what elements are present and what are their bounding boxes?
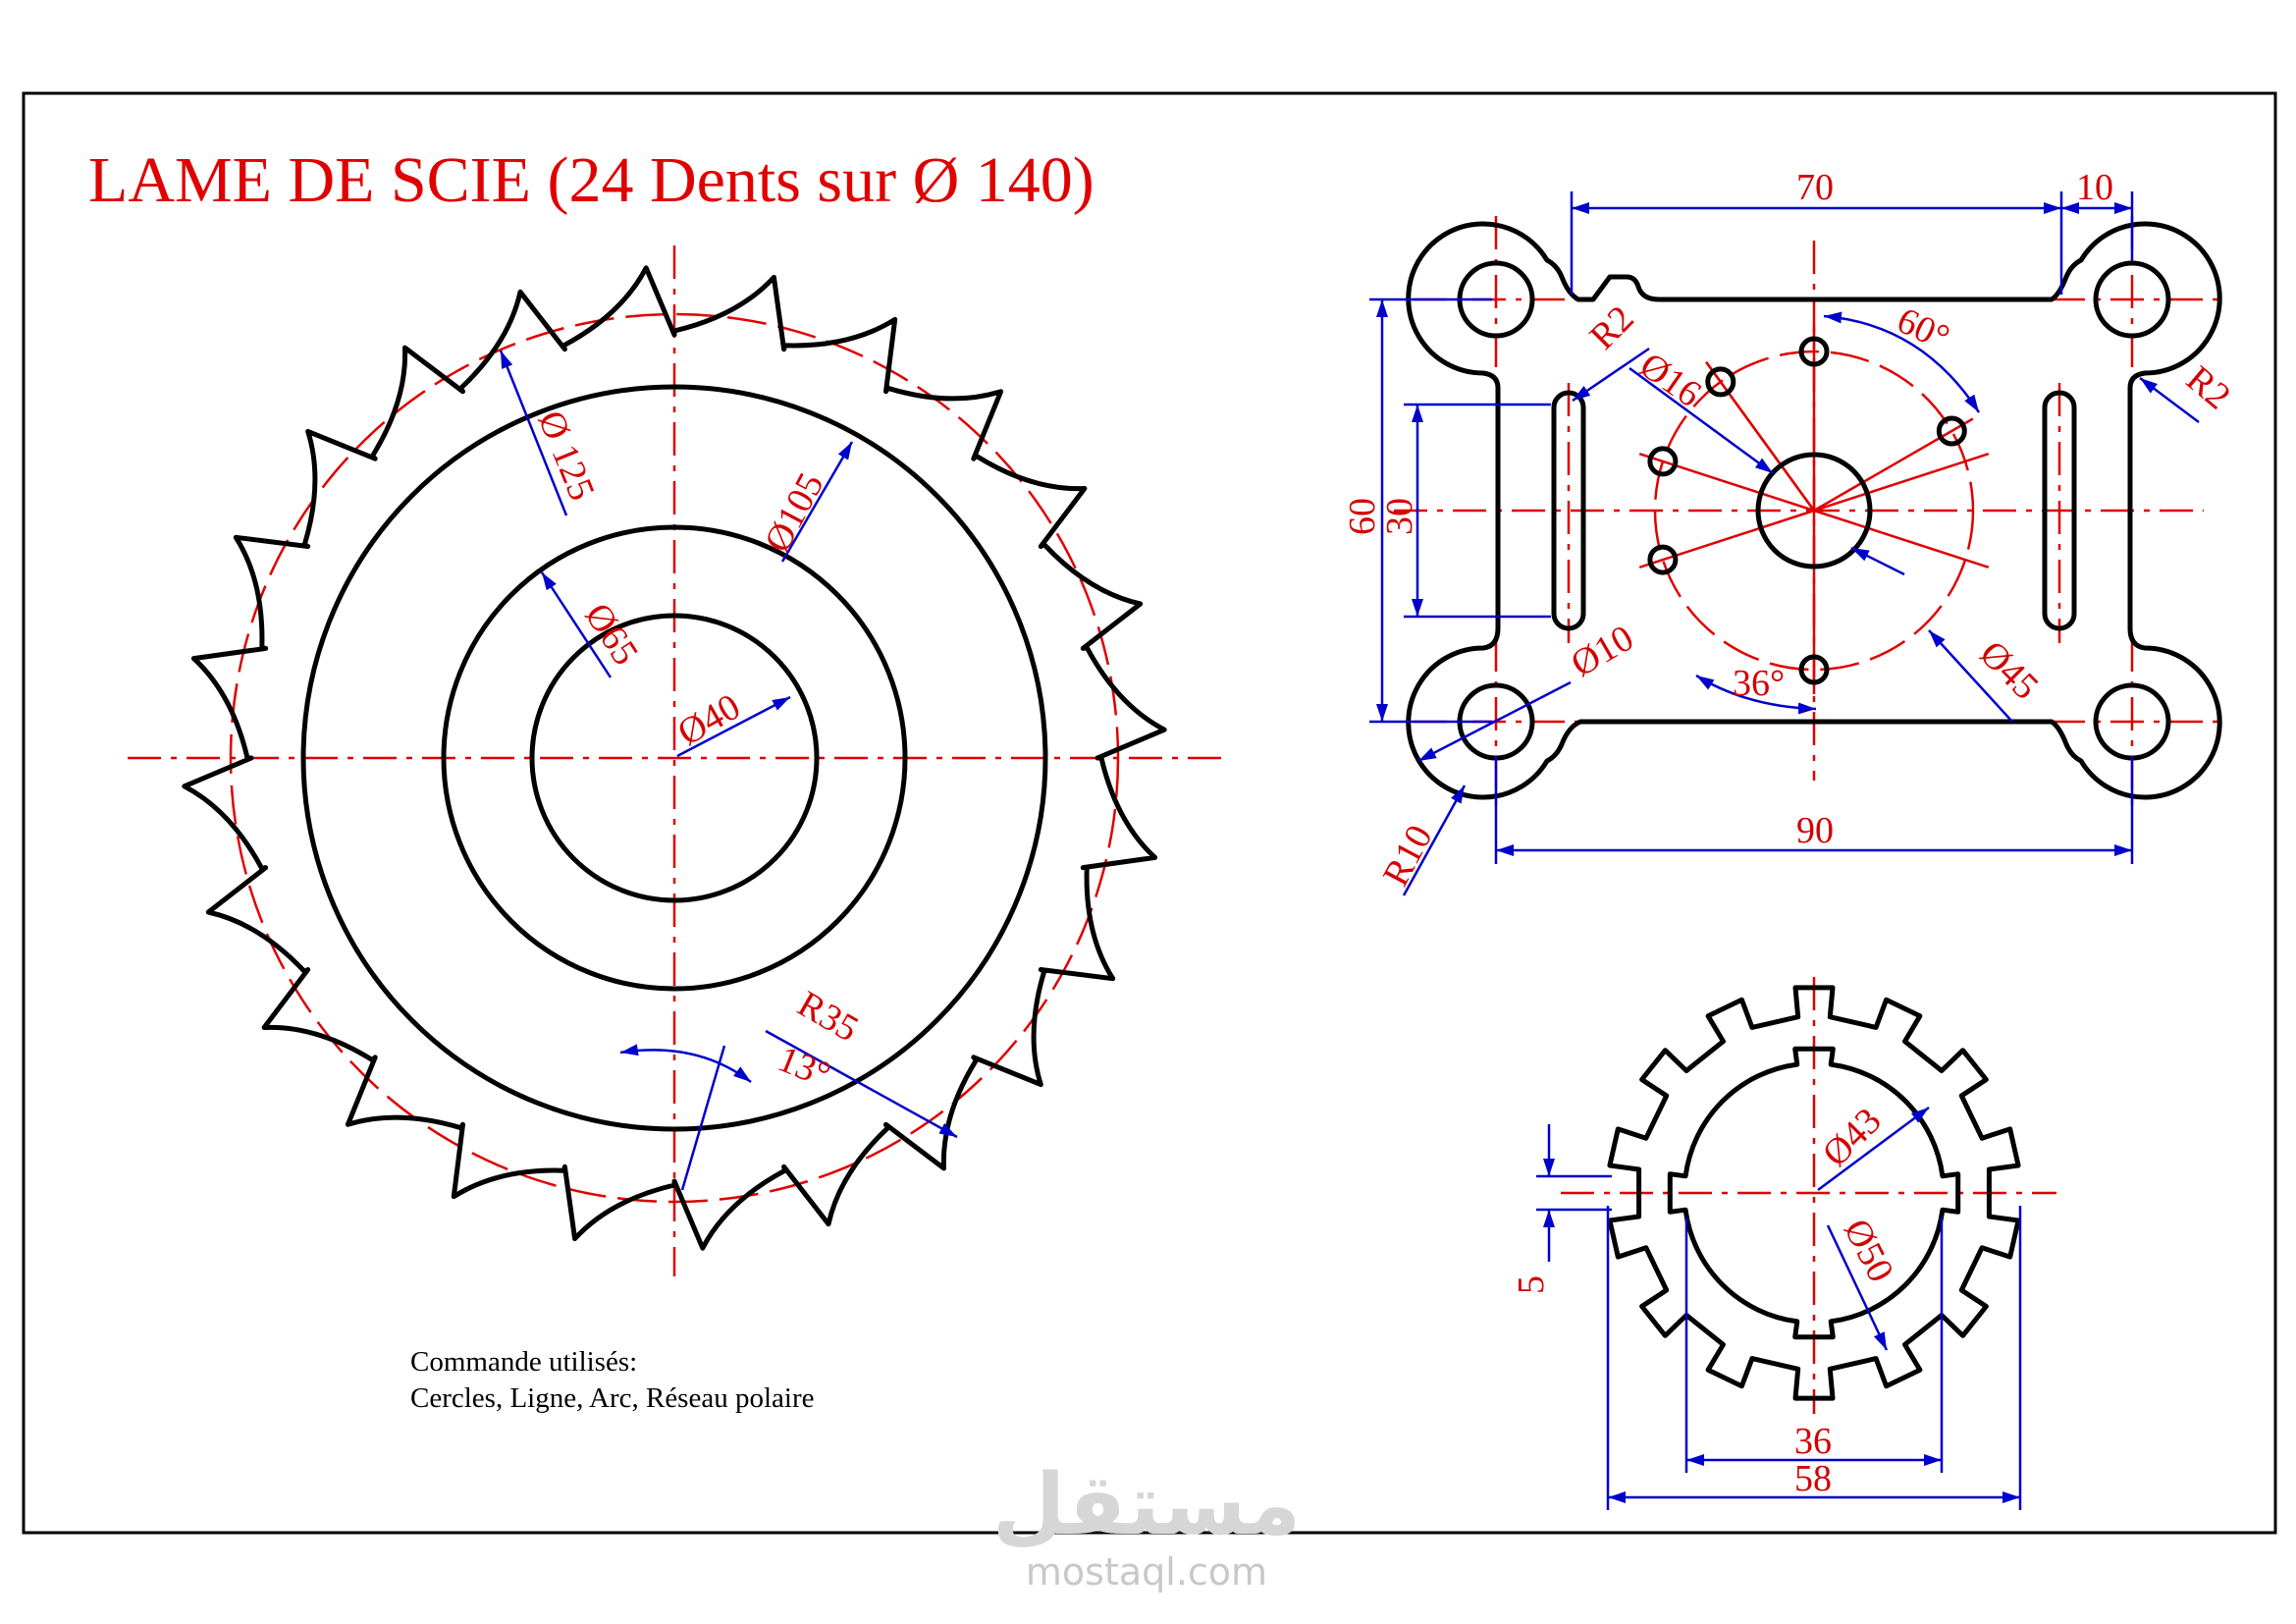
plate-outline: [1406, 221, 2222, 800]
saw-pitch-circle: [229, 312, 1120, 1204]
plate-dim-text-r2-right: R2: [2178, 358, 2238, 418]
plate-pattern-hole: [1705, 366, 1736, 398]
plate-dim-text-r2-left: R2: [1582, 298, 1642, 357]
plate-dim-line-r2-right: [2139, 377, 2200, 423]
saw-dim-line-d105: [780, 441, 854, 563]
plate-dim-text-d16: Ø16: [1632, 345, 1709, 415]
saw-angle-arc-13: [619, 1044, 752, 1083]
plate-dim-line-d10: [1417, 680, 1572, 763]
drawing-title: LAME DE SCIE (24 Dents sur Ø 140): [88, 144, 1095, 216]
plate-radial-line: [1813, 509, 1990, 568]
drawing-frame: [22, 91, 2277, 1535]
saw-bore-d40: [529, 613, 820, 903]
ring-dim-line-d43: [1817, 1106, 1930, 1192]
plate-dim-line-d45: [1928, 629, 2013, 723]
saw-teeth-outline: [182, 265, 1167, 1251]
watermark-site: mostaql.com: [1026, 1550, 1267, 1594]
saw-circle-d105: [300, 384, 1048, 1132]
ring-dim-text-36: 36: [1794, 1421, 1832, 1462]
plate-dim-text-10: 10: [2076, 167, 2113, 208]
plate-dim-line-r2-left: [1572, 347, 1650, 403]
plate-slot-right: [2042, 390, 2077, 631]
saw-dim-text-d65: Ø65: [576, 596, 646, 673]
saw-dim-text-d105: Ø105: [757, 466, 832, 559]
plate-angle-text-36: 36°: [1733, 663, 1785, 704]
ring-dim-text-5: 5: [1511, 1275, 1552, 1294]
plate-radial-line: [1638, 453, 1815, 513]
saw-dim-line-d40: [676, 695, 791, 758]
plate-slot-left: [1551, 390, 1586, 631]
plate-dim-line-r10: [1402, 785, 1467, 896]
saw-blade-view: Ø 125 Ø105 Ø65 Ø40 R35 13°: [128, 245, 1222, 1276]
ring-dim-line-d50: [1826, 1224, 1889, 1351]
plate-dim-text-30: 30: [1379, 498, 1420, 535]
plate-angle-arc-36: [1695, 674, 1817, 715]
saw-dim-text-d40: Ø40: [671, 686, 748, 754]
plate-dim-line-d16: [1629, 366, 1774, 475]
plate-hole-corner-tr: [2093, 260, 2171, 339]
notes-heading: Commande utilisés:: [410, 1346, 637, 1378]
plate-center-bore: [1755, 452, 1873, 569]
plate-pattern-hole: [1647, 544, 1679, 575]
saw-dim-line-r35: [765, 1029, 958, 1139]
saw-dim-text-d125: Ø 125: [530, 406, 603, 507]
notes-commands: Cercles, Ligne, Arc, Réseau polaire: [410, 1382, 814, 1414]
plate-pattern-hole: [1936, 415, 1967, 447]
plate-angle-arc-60: [1823, 311, 1981, 413]
saw-dim-line-d65: [540, 571, 613, 678]
plate-pattern-hole: [1647, 446, 1679, 477]
plate-radial-line: [1813, 417, 1974, 513]
plate-hole-radials: [1638, 327, 1990, 694]
plate-radial-line: [1813, 453, 1990, 513]
plate-dim-line-d16-inner: [1850, 546, 1905, 576]
saw-dim-text-r35: R35: [791, 983, 866, 1050]
ring-dim-text-d50: Ø50: [1836, 1213, 1901, 1288]
saw-circle-d65: [441, 524, 908, 992]
plate-dim-text-r10: R10: [1375, 819, 1441, 893]
plate-view: 70 10 90 60 30 R2 R2 Ø16 Ø10 R10: [1342, 167, 2238, 896]
watermark-logo: مستقل: [992, 1456, 1302, 1554]
ring-dim-text-58: 58: [1794, 1458, 1832, 1499]
ring-dim-text-d43: Ø43: [1815, 1100, 1890, 1174]
plate-dim-text-d45: Ø45: [1972, 633, 2047, 708]
plate-dim-text-90: 90: [1796, 810, 1834, 851]
saw-dim-line-d125: [499, 350, 568, 516]
plate-dim-text-70: 70: [1796, 167, 1834, 208]
saw-angle-ref-line: [680, 1045, 726, 1191]
ring-outer-outline: [1607, 985, 2021, 1401]
plate-angle-text-60: 60°: [1891, 299, 1955, 359]
plate-radial-line: [1705, 360, 1816, 512]
plate-dim-text-60: 60: [1342, 498, 1383, 535]
ring-view: Ø43 Ø50 36 58 5: [1511, 977, 2056, 1510]
saw-angle-text-13: 13°: [773, 1038, 836, 1096]
plate-radial-line: [1638, 509, 1815, 568]
